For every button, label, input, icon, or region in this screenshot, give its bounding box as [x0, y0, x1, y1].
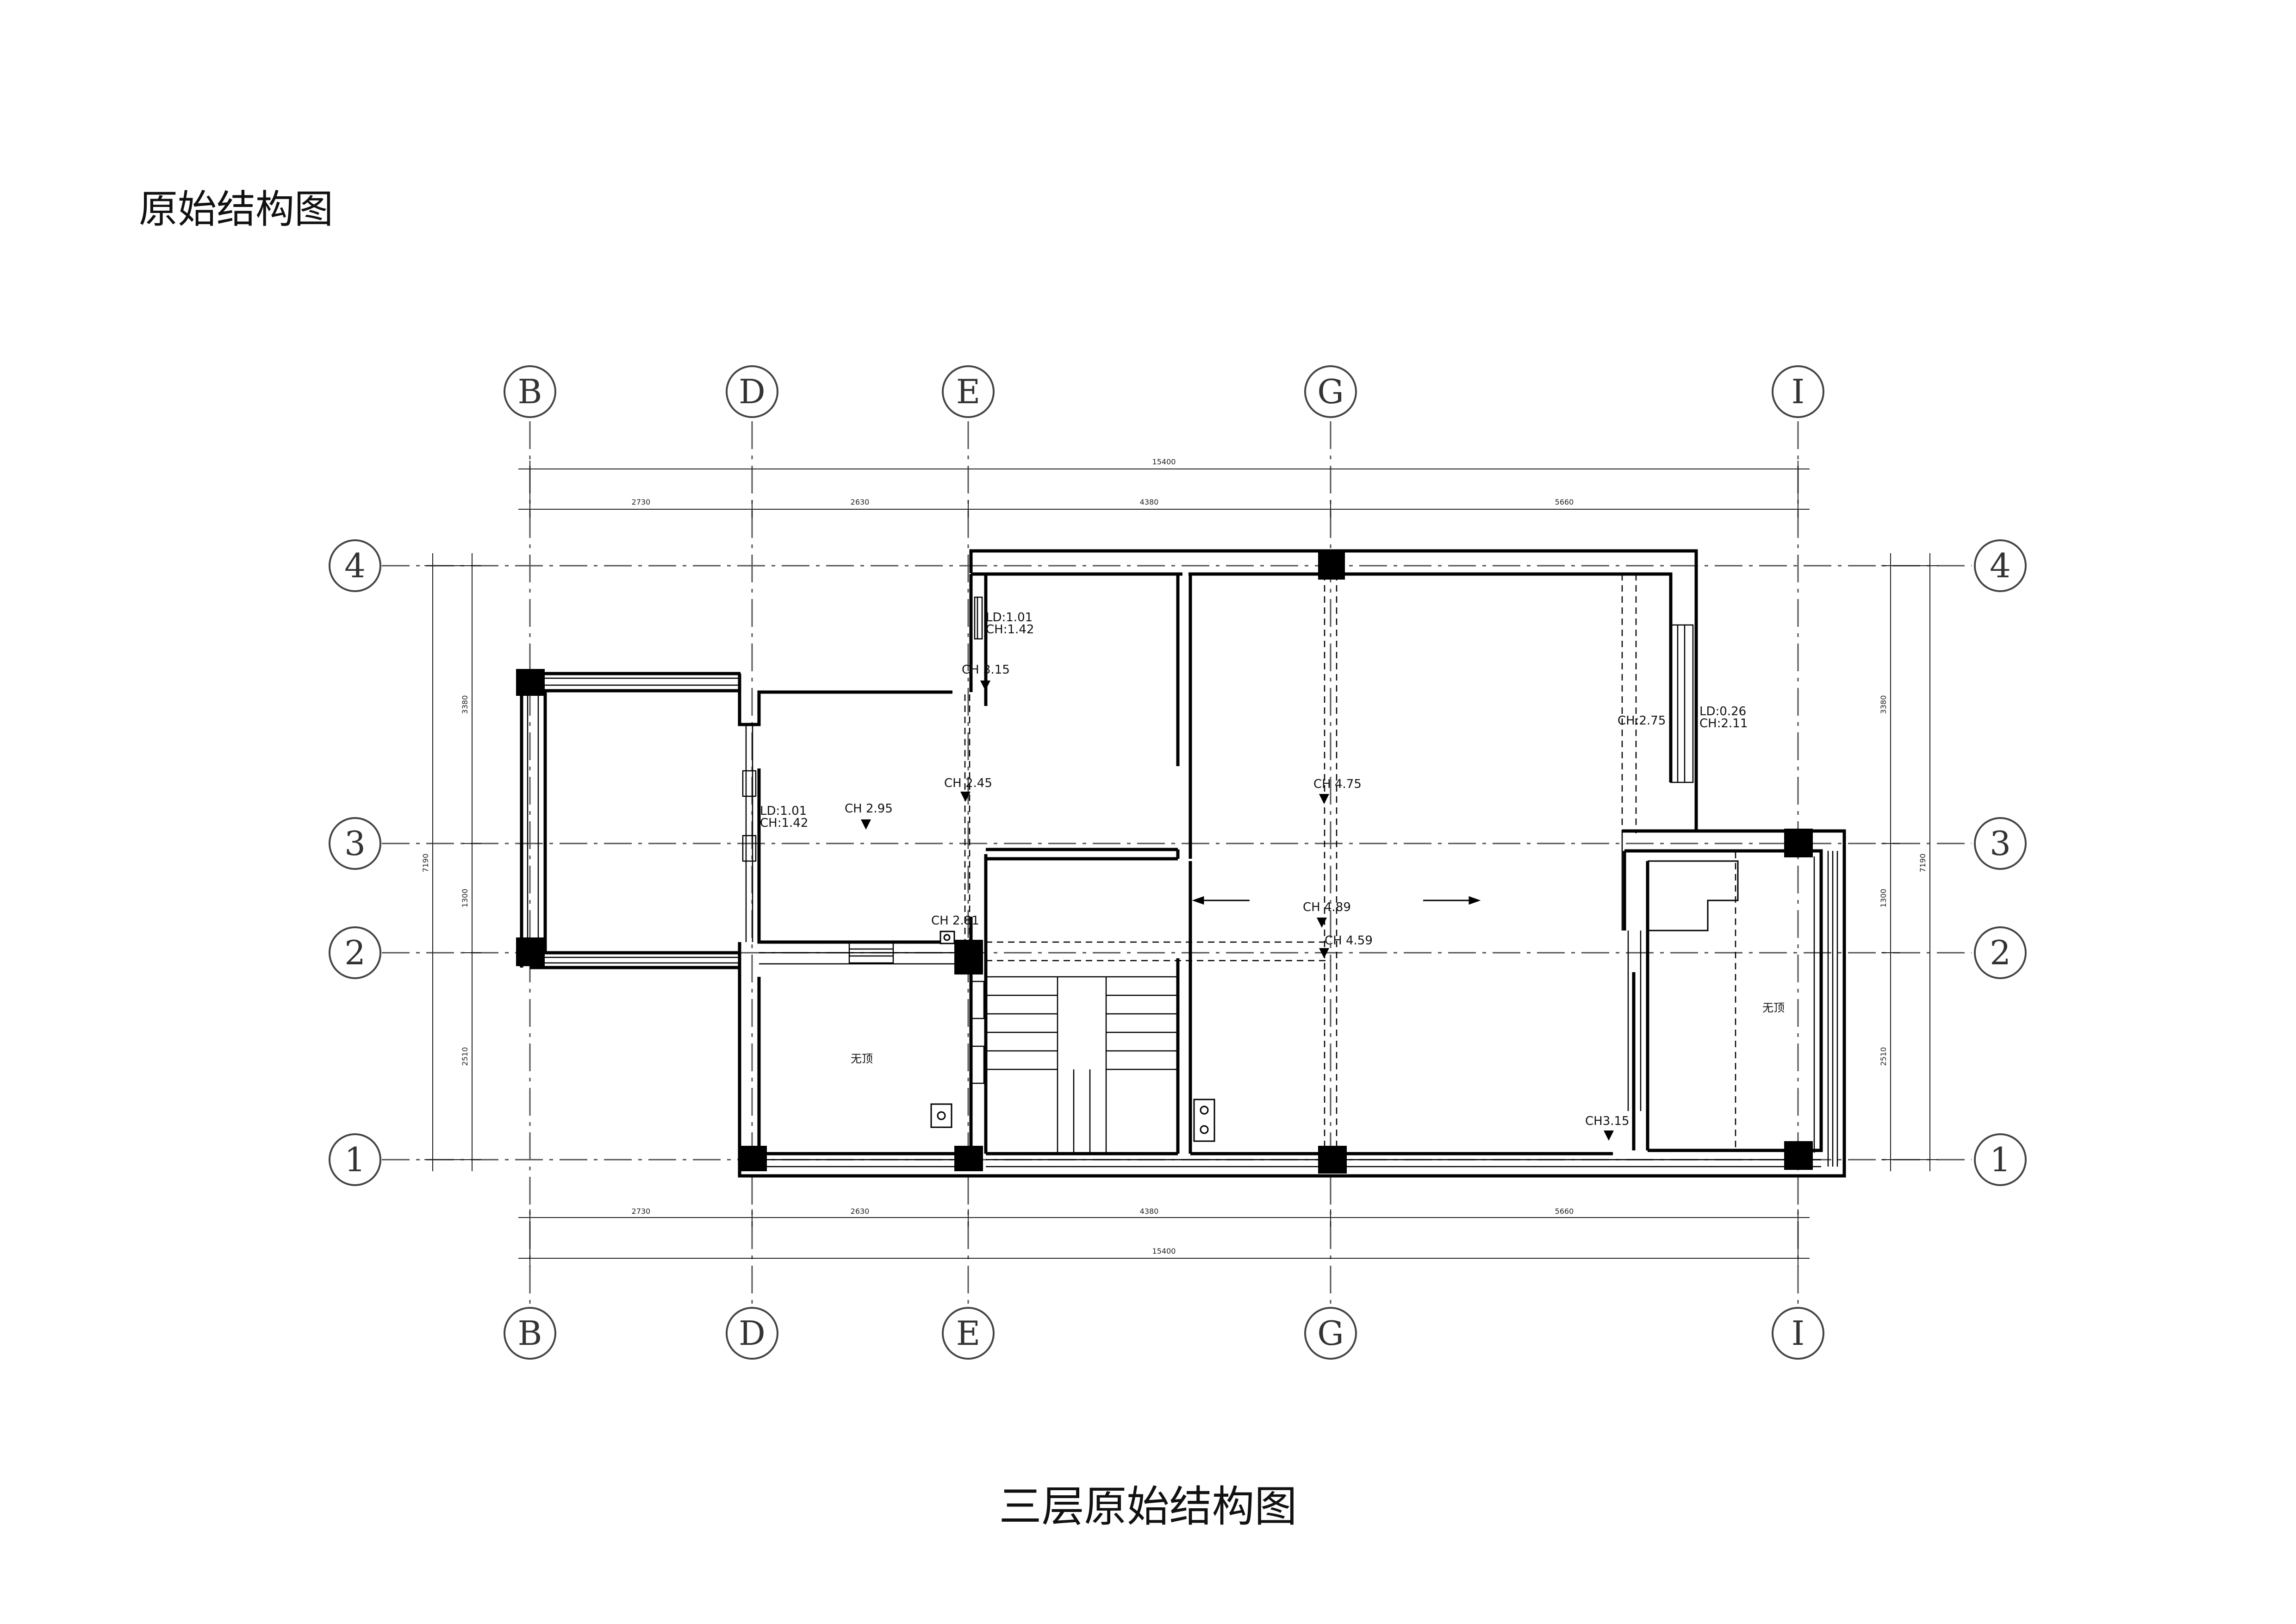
axis-bubble-bottom-e	[942, 1307, 995, 1360]
direction-arrows	[1192, 896, 1481, 905]
ld-top-room: LD:1.01	[986, 611, 1033, 625]
ld-026-label: LD:0.26	[1699, 705, 1746, 718]
beams	[964, 574, 1736, 1154]
axis-label-left-3: 3	[344, 824, 366, 863]
dim-left-seg-3: 2510	[460, 1047, 469, 1066]
ch-295-label: CH 2.95	[845, 802, 893, 816]
axis-label-right-1: 1	[1990, 1140, 2011, 1179]
ch-275-label: CH:2.75	[1618, 714, 1666, 728]
axis-label-left-4: 4	[344, 546, 366, 585]
axis-bubble-top-e	[942, 365, 995, 418]
axis-bubble-right-3	[1974, 817, 2027, 870]
axis-bubble-left-2	[329, 926, 381, 979]
plan-caption: 三层原始结构图	[999, 1482, 1297, 1531]
ch-489-label: CH 4.89	[1303, 900, 1351, 914]
height-markers	[861, 681, 1614, 1141]
dim-right-seg-1: 3380	[1879, 695, 1888, 714]
axis-bubble-right-1	[1974, 1133, 2027, 1186]
ch-315-b-label: CH3.15	[1585, 1114, 1630, 1128]
room-label-no-ceiling-right: 无顶	[1762, 1001, 1785, 1014]
ch-left-room: CH:1.42	[760, 816, 808, 830]
dim-top-seg-2: 2630	[851, 498, 870, 506]
utility-boxes	[930, 931, 1215, 1142]
dim-top-seg-4: 5660	[1555, 498, 1574, 506]
dim-top-seg-3: 4380	[1140, 498, 1159, 506]
dim-bottom-total: 15400	[1152, 1247, 1176, 1255]
axis-label-right-2: 2	[1990, 933, 2011, 972]
axis-label-top-d: D	[739, 372, 765, 411]
axis-bubble-bottom-d	[726, 1307, 778, 1360]
axis-label-right-3: 3	[1990, 824, 2011, 863]
dim-bottom-seg-2: 2630	[851, 1207, 870, 1216]
axis-bubble-right-2	[1974, 926, 2027, 979]
walls	[520, 549, 1846, 1178]
axis-bubble-top-i	[1772, 365, 1824, 418]
axis-label-bottom-b: B	[518, 1314, 542, 1353]
axis-bubbles	[329, 365, 2027, 1360]
dim-left-seg-2: 1300	[460, 889, 469, 908]
ceiling-annotations: LD:1.01 CH:1.42 CH 3.15 CH 2.45 LD:1.01 …	[760, 611, 1748, 1128]
dim-left-seg-1: 3380	[460, 695, 469, 714]
dim-right-seg-2: 1300	[1879, 889, 1888, 908]
ld-left-room: LD:1.01	[760, 804, 807, 818]
dim-left-total: 7190	[421, 854, 430, 873]
ch-top-room: CH:1.42	[986, 623, 1034, 637]
axis-bubble-left-1	[329, 1133, 381, 1186]
axis-bubble-bottom-i	[1772, 1307, 1824, 1360]
ch-475-label: CH 4.75	[1313, 777, 1362, 791]
axis-bubble-left-4	[329, 539, 381, 592]
axis-label-right-4: 4	[1990, 546, 2011, 585]
axis-bubble-top-g	[1304, 365, 1357, 418]
dim-top-seg-1: 2730	[632, 498, 651, 506]
axis-bubble-left-3	[329, 817, 381, 870]
axis-label-bottom-e: E	[956, 1314, 981, 1353]
page-title: 原始结构图	[139, 187, 334, 232]
dim-bottom-seg-4: 5660	[1555, 1207, 1574, 1216]
dim-top-total: 15400	[1152, 457, 1176, 466]
dimension-lines	[424, 461, 1938, 1267]
window-lines	[527, 596, 1838, 1168]
dimension-texts: 15400 2730 2630 4380 5660 2730 2630 4380…	[421, 457, 1927, 1255]
axis-label-left-1: 1	[344, 1140, 366, 1179]
axis-bubble-bottom-g	[1304, 1307, 1357, 1360]
ch-245-label: CH 2.45	[944, 776, 992, 790]
axis-bubble-top-b	[504, 365, 556, 418]
room-labels: 无顶 无顶	[851, 1001, 1785, 1065]
axis-label-bottom-i: I	[1792, 1314, 1804, 1353]
axis-label-top-b: B	[518, 372, 542, 411]
axis-label-bottom-g: G	[1317, 1314, 1344, 1353]
ch-281-label: CH 2.81	[931, 914, 979, 928]
dim-right-total: 7190	[1918, 854, 1927, 873]
ch-459-label: CH 4.59	[1325, 934, 1373, 948]
ch-211-label: CH:2.11	[1699, 717, 1748, 731]
axis-grid	[382, 421, 1972, 1319]
axis-bubble-right-4	[1974, 539, 2027, 592]
axis-bubble-top-d	[726, 365, 778, 418]
axis-label-top-e: E	[956, 372, 981, 411]
right-step-box	[1648, 860, 1739, 931]
axis-label-bottom-d: D	[739, 1314, 765, 1353]
dim-bottom-seg-1: 2730	[632, 1207, 651, 1216]
dim-right-seg-3: 2510	[1879, 1047, 1888, 1066]
dim-bottom-seg-3: 4380	[1140, 1207, 1159, 1216]
axis-label-left-2: 2	[344, 933, 366, 972]
axis-bubble-bottom-b	[504, 1307, 556, 1360]
axis-label-top-i: I	[1792, 372, 1804, 411]
columns	[516, 551, 1813, 1174]
axis-labels: B D E G I B D E G I 4 3 2 1 4 3 2 1	[344, 372, 2011, 1353]
axis-label-top-g: G	[1317, 372, 1344, 411]
room-label-no-ceiling-left: 无顶	[851, 1052, 873, 1065]
ch-315-label: CH 3.15	[962, 663, 1010, 677]
staircase	[986, 976, 1178, 1154]
